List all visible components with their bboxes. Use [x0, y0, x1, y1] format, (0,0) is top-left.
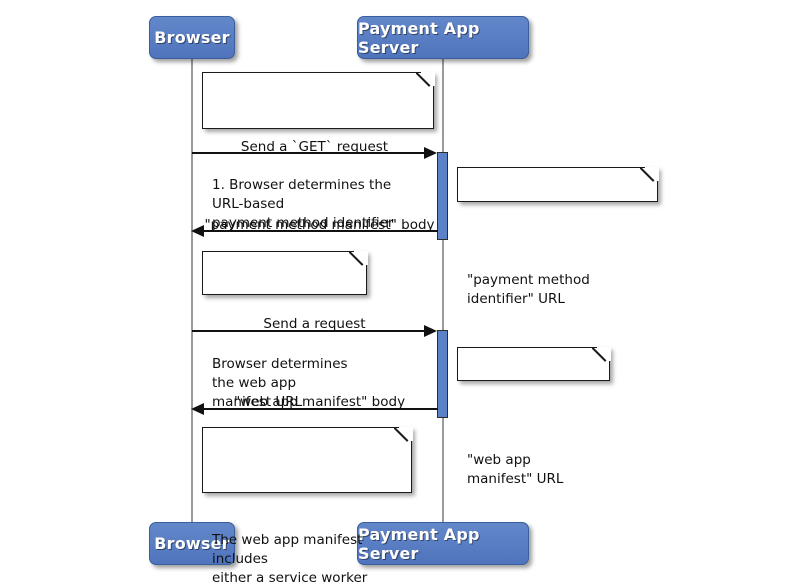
- participant-payment-app-server-bottom-label: Payment App Server: [358, 524, 480, 563]
- note-fold-icon: [354, 250, 368, 264]
- activation-bar-server-1: [437, 152, 448, 240]
- message-arrowhead-get-request: [424, 147, 437, 159]
- note-url-based-identifier: 1. Browser determines the URL-based paym…: [202, 71, 435, 231]
- message-label-send-a-request: Send a request: [263, 316, 366, 332]
- participant-browser-bottom-label: Browser: [154, 534, 230, 553]
- participant-payment-app-server-top-label: Payment App Server: [358, 18, 480, 57]
- note-fold-icon: [399, 426, 413, 440]
- message-line-get-request: [192, 152, 425, 154]
- message-arrowhead-web-app-manifest-body: [191, 403, 204, 415]
- note-payment-method-identifier-url: "payment method identifier" URL: [457, 166, 659, 307]
- message-line-send-a-request: [192, 330, 425, 332]
- message-arrowhead-send-a-request: [424, 325, 437, 337]
- note-web-app-manifest-includes: The web app manifest includes either a s…: [202, 426, 413, 586]
- note-fold-icon: [645, 166, 659, 180]
- participant-browser-top-label: Browser: [154, 28, 230, 47]
- note-fold-icon: [597, 346, 611, 360]
- message-line-web-app-manifest-body: [197, 408, 438, 410]
- message-line-payment-method-manifest-body: [197, 230, 438, 232]
- activation-bar-server-2: [437, 330, 448, 418]
- note-browser-determines-web-app-manifest-url: Browser determines the web app manifest …: [202, 250, 368, 410]
- participant-payment-app-server-top[interactable]: Payment App Server: [357, 16, 529, 59]
- note-payment-method-identifier-url-text: "payment method identifier" URL: [467, 271, 590, 307]
- participant-browser-top[interactable]: Browser: [149, 16, 235, 59]
- participant-browser-bottom[interactable]: Browser: [149, 522, 235, 565]
- message-label-web-app-manifest-body: "web app manifest" body: [233, 394, 406, 410]
- participant-payment-app-server-bottom[interactable]: Payment App Server: [357, 522, 529, 565]
- note-web-app-manifest-includes-text: The web app manifest includes either a s…: [212, 531, 368, 587]
- note-browser-determines-web-app-manifest-url-text: Browser determines the web app manifest …: [212, 355, 348, 411]
- message-label-get-request: Send a `GET` request: [240, 139, 389, 155]
- note-fold-icon: [421, 71, 435, 85]
- message-label-payment-method-manifest-body: "payment method manifest" body: [204, 217, 435, 233]
- note-web-app-manifest-url-text: "web app manifest" URL: [467, 451, 564, 487]
- message-arrowhead-payment-method-manifest-body: [191, 225, 204, 237]
- lifeline-browser: [191, 58, 193, 523]
- lifeline-payment-app-server: [442, 58, 444, 523]
- note-web-app-manifest-url: "web app manifest" URL: [457, 346, 611, 487]
- note-url-based-identifier-text: 1. Browser determines the URL-based paym…: [212, 176, 394, 232]
